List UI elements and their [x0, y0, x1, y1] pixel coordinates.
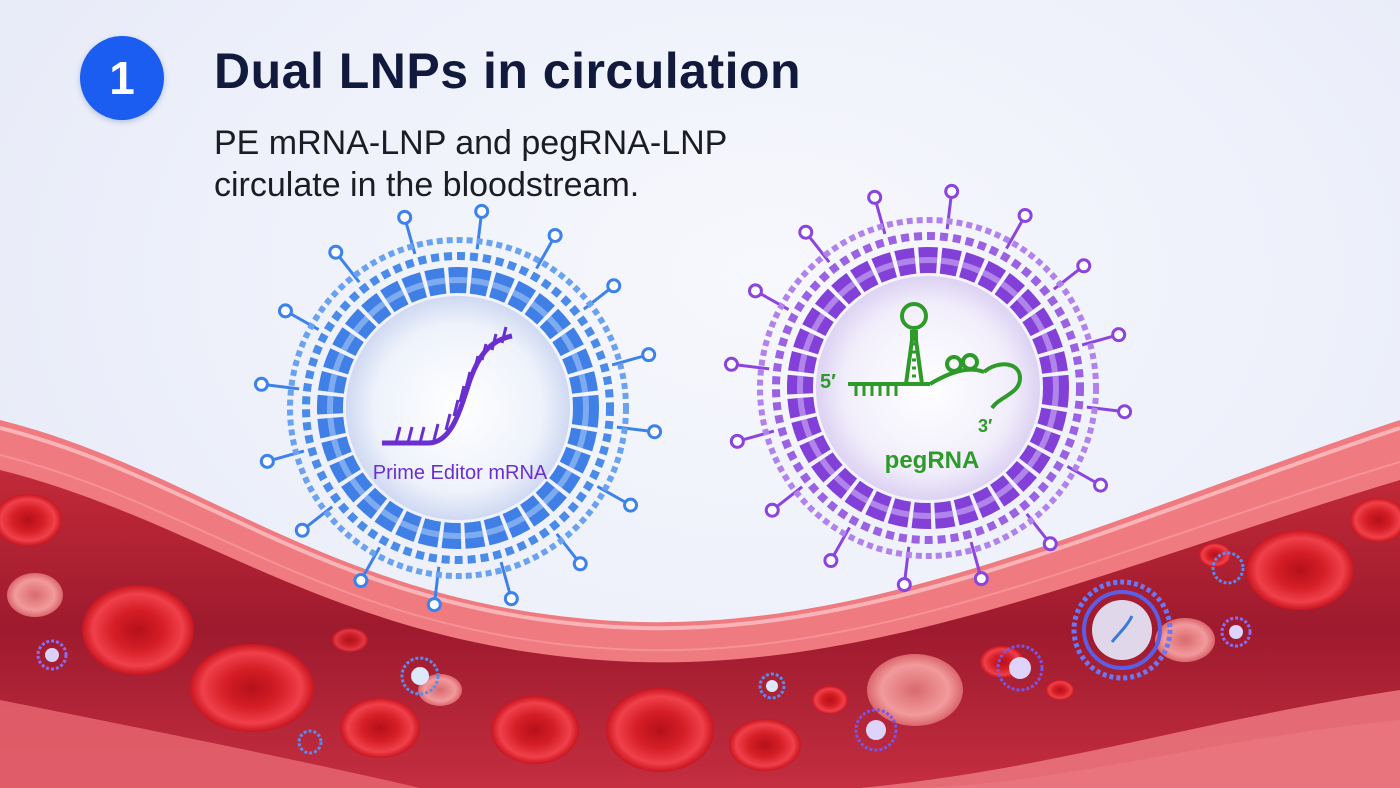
- peg-lipid-head: [747, 283, 763, 299]
- small-lnp: [400, 656, 440, 696]
- peg-lipid-head: [1017, 207, 1033, 223]
- lnp-outer-shell: [287, 237, 629, 579]
- vessel-lower-wall-right: [860, 690, 1400, 788]
- peg-lipid-head: [1093, 477, 1109, 493]
- red-blood-cell: [867, 654, 963, 726]
- peg-lipid-head: [823, 553, 839, 569]
- peg-lipid-head: [253, 376, 269, 392]
- peg-lipid-spikes: [253, 203, 663, 613]
- red-blood-cell: [340, 698, 420, 758]
- small-lnps: [36, 551, 1252, 755]
- subtitle-line-1: PE mRNA-LNP and pegRNA-LNP: [214, 124, 728, 162]
- mrna-base: [458, 385, 466, 403]
- small-lnp: [1211, 551, 1245, 585]
- peg-lipid-head: [259, 453, 275, 469]
- red-blood-cell: [82, 585, 194, 675]
- pegrna-label: pegRNA: [885, 447, 980, 474]
- peg-lipid-head: [1076, 258, 1092, 274]
- red-blood-cell: [1046, 680, 1074, 700]
- mrna-strand: [382, 326, 513, 446]
- peg-lipid-head: [973, 571, 989, 587]
- peg-lipid-head: [944, 183, 960, 199]
- mrna-base: [480, 343, 488, 361]
- small-lnp: [36, 639, 68, 671]
- red-blood-cell: [491, 696, 579, 764]
- small-lnp: [996, 644, 1044, 692]
- pegrna-structure: [848, 302, 1023, 410]
- small-lnp: [758, 672, 786, 700]
- peg-lipid-head: [729, 433, 745, 449]
- mrna-base: [452, 399, 460, 417]
- peg-lipid-head: [641, 347, 657, 363]
- red-blood-cell: [1155, 618, 1215, 662]
- mrna-base: [464, 371, 472, 389]
- red-blood-cell: [729, 719, 801, 771]
- small-lnp: [1220, 616, 1252, 648]
- page-title: Dual LNPs in circulation: [214, 43, 802, 99]
- prime-editor-mrna-label: Prime Editor mRNA: [373, 462, 548, 484]
- peg-lipid-spikes: [723, 183, 1133, 593]
- peg-lipid-head: [353, 573, 369, 589]
- pe-mrna-lnp: Prime Editor mRNA: [253, 203, 663, 613]
- lnp-outer-shell: [757, 217, 1099, 559]
- peg-lipid-head: [723, 356, 739, 372]
- peg-lipid-head: [503, 591, 519, 607]
- mrna-base: [444, 413, 452, 431]
- peg-lipid-head: [328, 244, 344, 260]
- mrna-base: [418, 426, 426, 444]
- red-blood-cells: [0, 494, 1400, 772]
- peg-lipid-head: [798, 224, 814, 240]
- peg-lipid-head: [474, 203, 490, 219]
- page-subtitle: PE mRNA-LNP and pegRNA-LNP circulate in …: [214, 122, 727, 206]
- red-blood-cell: [1350, 498, 1400, 542]
- vessel-highlight: [0, 426, 1400, 631]
- pegrna-lnp: 5′ 3′ pegRNA: [723, 183, 1133, 593]
- mrna-base: [432, 423, 440, 441]
- peg-lipid-head: [647, 424, 663, 440]
- red-blood-cell: [1199, 543, 1231, 567]
- red-blood-cell: [7, 573, 63, 617]
- small-lnp-highlighted: [1071, 579, 1173, 681]
- mrna-base: [500, 326, 508, 344]
- peg-lipid-head: [623, 497, 639, 513]
- five-prime-label: 5′: [820, 371, 836, 393]
- mrna-base: [472, 355, 480, 373]
- step-number-badge: 1: [80, 36, 164, 120]
- peg-lipid-head: [294, 522, 310, 538]
- peg-lipid-head: [426, 597, 442, 613]
- small-lnp: [854, 708, 898, 752]
- peg-lipid-head: [397, 209, 413, 225]
- small-lnp: [297, 729, 323, 755]
- peg-lipid-head: [1117, 404, 1133, 420]
- red-blood-cell: [1246, 530, 1354, 610]
- peg-lipid-head: [867, 189, 883, 205]
- peg-lipid-head: [277, 303, 293, 319]
- vessel-lower-wall: [0, 700, 420, 788]
- peg-lipid-head: [1111, 327, 1127, 343]
- mrna-base: [406, 426, 414, 444]
- peg-lipid-head: [896, 577, 912, 593]
- mrna-base: [394, 426, 402, 444]
- peg-lipid-head: [572, 556, 588, 572]
- red-blood-cell: [0, 494, 62, 546]
- red-blood-cell: [418, 674, 462, 706]
- subtitle-line-2: circulate in the bloodstream.: [214, 166, 640, 204]
- peg-lipid-head: [764, 502, 780, 518]
- three-prime-label: 3′: [978, 416, 992, 436]
- red-blood-cell: [332, 628, 368, 652]
- red-blood-cell: [812, 686, 848, 714]
- red-blood-cell: [190, 644, 314, 732]
- red-blood-cell: [606, 688, 714, 772]
- mrna-base: [490, 333, 498, 351]
- lnp-core: [816, 276, 1040, 500]
- peg-lipid-head: [606, 278, 622, 294]
- peg-lipid-head: [547, 227, 563, 243]
- peg-lipid-head: [1042, 536, 1058, 552]
